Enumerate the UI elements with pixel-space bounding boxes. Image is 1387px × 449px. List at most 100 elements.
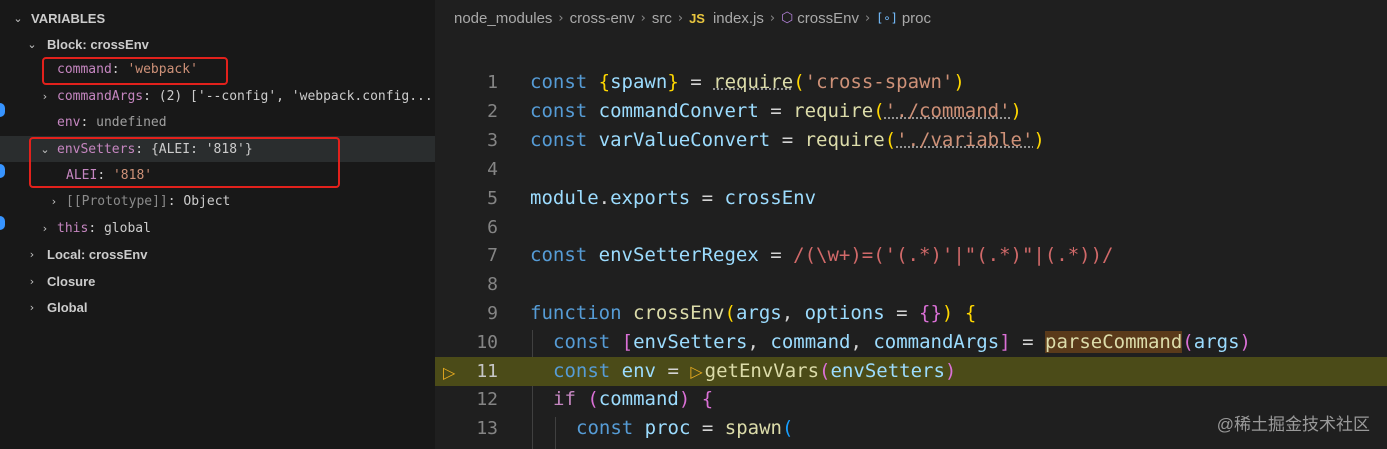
variable-this[interactable]: › this: global (0, 215, 435, 241)
line-number: 11 (476, 361, 498, 382)
variable-name: env (57, 114, 81, 130)
code-text: const proc = spawn( (576, 417, 794, 439)
variable-prototype[interactable]: › [[Prototype]]: Object (0, 188, 435, 214)
breadcrumb-item[interactable]: src (651, 9, 672, 27)
line-number: 2 (487, 101, 498, 122)
chevron-down-icon: ⌄ (40, 142, 50, 156)
line-number: 12 (476, 389, 498, 410)
code-text: module.exports = crossEnv (530, 187, 817, 209)
variables-panel: ⌄ VARIABLES ⌄ Block: crossEnv command: '… (0, 0, 435, 449)
code-line[interactable]: 13 const proc = spawn( (435, 414, 1387, 443)
variable-name: commandArgs (57, 88, 144, 104)
code-text: function crossEnv(args, options = {}) { (530, 302, 977, 324)
symbol-method-icon: ⬡ (781, 10, 794, 26)
chevron-right-icon: › (640, 10, 646, 26)
code-line[interactable]: 7 const envSetterRegex = /(\w+)=('(.*)'|… (435, 241, 1387, 270)
variables-title: VARIABLES (31, 10, 106, 26)
variable-command[interactable]: command: 'webpack' (57, 61, 198, 77)
scope-label: Global (47, 299, 88, 315)
line-number: 4 (487, 159, 498, 180)
variable-commandargs[interactable]: › commandArgs: (2) ['--config', 'webpack… (0, 83, 435, 109)
line-number: 3 (487, 130, 498, 151)
debug-marker-icon (0, 164, 5, 178)
debug-marker-icon (0, 103, 5, 117)
code-line-current[interactable]: 11 const env = ▷getEnvVars(envSetters) (435, 357, 1387, 386)
line-number: 5 (487, 188, 498, 209)
code-line[interactable]: 8 (435, 270, 1387, 299)
code-text: const varValueConvert = require('./varia… (530, 129, 1045, 151)
variable-name: ALEI (66, 167, 98, 183)
chevron-right-icon: › (677, 10, 684, 26)
variables-section-header[interactable]: ⌄ VARIABLES (0, 5, 435, 31)
chevron-down-icon: ⌄ (27, 37, 37, 51)
variable-value: '818' (112, 167, 153, 183)
code-line[interactable]: 4 (435, 155, 1387, 184)
variable-env[interactable]: env: undefined (57, 114, 167, 130)
code-editor: node_modules › cross-env › src › JS inde… (435, 0, 1387, 449)
variable-name: command (57, 61, 112, 77)
variable-value: global (103, 220, 151, 236)
code-line[interactable]: 9 function crossEnv(args, options = {}) … (435, 299, 1387, 328)
variable-value: undefined (96, 114, 167, 130)
code-text: const envSetterRegex = /(\w+)=('(.*)'|"(… (530, 244, 1114, 266)
code-line[interactable]: 1 const {spawn} = require('cross-spawn') (435, 68, 1387, 97)
chevron-down-icon: ⌄ (13, 11, 23, 25)
breadcrumb-item[interactable]: proc (901, 9, 932, 27)
code-line[interactable]: 10 const [envSetters, command, commandAr… (435, 328, 1387, 357)
chevron-right-icon: › (42, 89, 48, 103)
indent-guide (532, 330, 533, 449)
line-number: 10 (476, 332, 498, 353)
line-number: 8 (487, 274, 498, 295)
chevron-right-icon: › (769, 10, 776, 26)
variable-name: [[Prototype]] (66, 193, 168, 209)
scope-label: Local: crossEnv (47, 246, 148, 262)
code-line[interactable]: 6 (435, 213, 1387, 242)
watermark: @稀土掘金技术社区 (1216, 415, 1370, 434)
line-number: 6 (487, 217, 498, 238)
chevron-right-icon: › (29, 300, 35, 314)
highlight-box-envsetters (29, 137, 340, 188)
scope-closure[interactable]: › Closure (0, 268, 435, 294)
code-text: const {spawn} = require('cross-spawn') (530, 71, 965, 93)
variable-name: envSetters (57, 141, 136, 157)
breadcrumb-item[interactable]: node_modules (454, 9, 553, 27)
debug-marker-icon (0, 216, 5, 230)
chevron-right-icon: › (558, 10, 564, 26)
code-line[interactable]: 2 const commandConvert = require('./comm… (435, 97, 1387, 126)
line-number: 9 (487, 303, 498, 324)
code-text: const env = ▷getEnvVars(envSetters) (553, 360, 957, 382)
chevron-right-icon: › (29, 274, 35, 288)
indent-guide (555, 417, 556, 449)
line-number: 13 (476, 418, 498, 439)
variable-alei[interactable]: ALEI: '818' (66, 167, 153, 183)
line-number: 1 (487, 72, 498, 93)
variable-name: this (57, 220, 89, 236)
inline-breakpoint-icon: ▷ (690, 362, 703, 381)
code-line[interactable]: 5 module.exports = crossEnv (435, 184, 1387, 213)
scope-local-crossenv[interactable]: › Local: crossEnv (0, 241, 435, 267)
code-line[interactable]: 3 const varValueConvert = require('./var… (435, 126, 1387, 155)
code-text: const [envSetters, command, commandArgs]… (553, 331, 1251, 353)
variable-value: {ALEI: '818'} (150, 141, 253, 157)
js-file-icon: JS (689, 10, 705, 26)
breakpoint-arrow-icon[interactable]: ▷ (443, 363, 456, 382)
variable-envsetters[interactable]: ⌄ envSetters: {ALEI: '818'} (0, 136, 435, 162)
scope-global[interactable]: › Global (0, 294, 435, 320)
code-text: const commandConvert = require('./comman… (530, 100, 1022, 122)
code-line[interactable]: 12 if (command) { (435, 385, 1387, 414)
breadcrumb-item[interactable]: index.js (712, 9, 764, 27)
chevron-right-icon: › (29, 247, 35, 261)
code-text: if (command) { (553, 388, 714, 410)
breadcrumb-item[interactable]: crossEnv (797, 9, 859, 27)
symbol-variable-icon: [∘] (876, 11, 898, 25)
chevron-right-icon: › (42, 221, 48, 235)
breadcrumb-item[interactable]: cross-env (569, 9, 635, 27)
variable-value: 'webpack' (127, 61, 198, 77)
line-number: 7 (487, 245, 498, 266)
scope-label: Block: crossEnv (47, 36, 149, 52)
chevron-right-icon: › (51, 194, 57, 208)
variable-value: Object (183, 193, 231, 209)
highlight-box-command (42, 57, 228, 85)
variable-value: (2) ['--config', 'webpack.config... (158, 88, 433, 104)
scope-block-crossenv[interactable]: ⌄ Block: crossEnv (0, 31, 435, 57)
